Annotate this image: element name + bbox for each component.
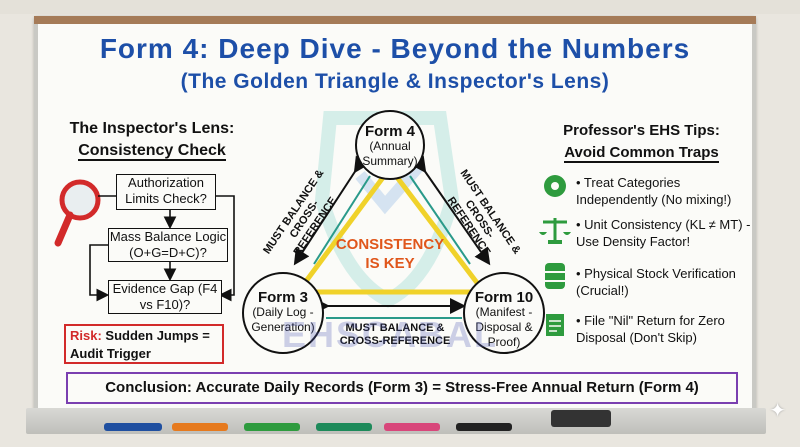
tips-heading-line1: Professor's EHS Tips: [563, 122, 720, 139]
watermark: EHSCABAL [282, 314, 499, 355]
scale-icon [539, 218, 571, 244]
document-icon [546, 314, 564, 336]
board-top-trim [34, 16, 756, 24]
form4-subtitle: (Annual Summary) [362, 139, 418, 168]
flow-loop-right [215, 195, 235, 302]
barrel-icon [545, 263, 565, 289]
center-label: CONSISTENCY IS KEY [335, 236, 445, 272]
inspector-heading-line1: The Inspector's Lens: [69, 120, 235, 137]
marker-orange [172, 423, 228, 431]
page-subtitle: (The Golden Triangle & Inspector's Lens) [180, 70, 610, 93]
marker-blue [104, 423, 162, 431]
step-evidence-gap: Evidence Gap (F4 vs F10)? [108, 280, 222, 314]
arrow-form4-form10-teal [409, 175, 471, 265]
tips-heading: Professor's EHS Tips: Avoid Common Traps [534, 120, 749, 164]
magnifier-handle [54, 211, 74, 247]
marker-green [244, 423, 300, 431]
gear-icon [544, 175, 566, 197]
tip-nil-return: • File "Nil" Return for Zero Disposal (D… [576, 313, 725, 345]
tip-units: • Unit Consistency (KL ≠ MT) - Use Densi… [576, 217, 751, 249]
step-authorization: Authorization Limits Check? [116, 174, 216, 210]
inspector-heading: The Inspector's Lens: Consistency Check [52, 118, 252, 162]
form4-title: Form 4 [364, 123, 415, 140]
form10-circle [463, 272, 545, 354]
arrow-form4-form10 [410, 155, 491, 266]
form3-subtitle: (Daily Log - Generation) [251, 305, 315, 334]
arrow-form4-form3-teal [313, 175, 371, 265]
conclusion-box: Conclusion: Accurate Daily Records (Form… [66, 372, 738, 404]
step-mass-balance: Mass Balance Logic (O+G=D+C)? [108, 228, 228, 262]
form10-label: Form 10 (Manifest - Disposal & Proof) [466, 290, 542, 350]
magnifier-icon [59, 179, 101, 221]
form10-subtitle: (Manifest - Disposal & Proof) [475, 305, 533, 349]
tips-heading-line2: Avoid Common Traps [564, 144, 719, 163]
eraser [551, 410, 611, 427]
arrow-form4-form3 [293, 155, 370, 266]
marker-teal [316, 423, 372, 431]
risk-label: Risk: [70, 328, 102, 343]
marker-pink [384, 423, 440, 431]
sparkle-icon: ✦ [769, 398, 786, 422]
risk-text: Sudden Jumps = Audit Trigger [70, 328, 210, 361]
form10-title: Form 10 [474, 289, 534, 306]
inspector-heading-line2: Consistency Check [78, 142, 226, 161]
form3-circle [242, 272, 324, 354]
tip-stock: • Physical Stock Verification (Crucial!) [576, 266, 736, 298]
tip-categories: • Treat Categories Independently (No mix… [576, 175, 732, 207]
form3-title: Form 3 [257, 289, 308, 306]
form3-label: Form 3 (Daily Log - Generation) [245, 290, 321, 335]
form4-label: Form 4 (Annual Summary) [356, 124, 424, 169]
marker-black [456, 423, 512, 431]
wall [0, 0, 800, 14]
page-title: Form 4: Deep Dive - Beyond the Numbers [99, 33, 691, 64]
flow-loop-left [89, 244, 110, 302]
edge-label-bottom: MUST BALANCE & CROSS-REFERENCE [339, 322, 451, 347]
form4-circle [355, 110, 425, 180]
risk-box: Risk: Sudden Jumps = Audit Trigger [64, 324, 224, 364]
whiteboard [34, 16, 756, 422]
